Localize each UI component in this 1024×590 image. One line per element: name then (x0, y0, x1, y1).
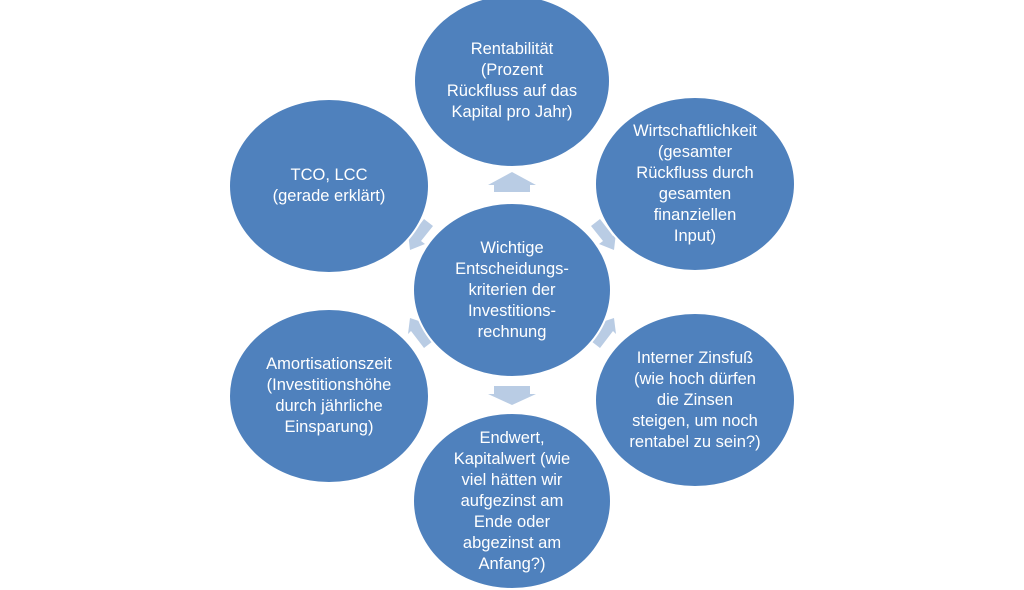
node-rentabilitaet-label: Rentabilität (Prozent Rückfluss auf das … (446, 40, 578, 121)
center-node: Wichtige Entscheidungs- kriterien der In… (412, 202, 612, 378)
node-tco-lcc-label: TCO, LCC (gerade erklärt) (272, 166, 386, 205)
node-amortisationszeit: Amortisationszeit (Investitionshöhe durc… (228, 308, 430, 484)
decision-criteria-diagram: Wichtige Entscheidungs- kriterien der In… (228, 0, 796, 590)
arrow-to-upper-left (408, 219, 433, 250)
node-tco-lcc: TCO, LCC (gerade erklärt) (228, 98, 430, 274)
center-node-label: Wichtige Entscheidungs- kriterien der In… (455, 238, 569, 341)
node-wirtschaftlichkeit-label: Wirtschaftlichkeit (gesamter Rückfluss d… (633, 122, 757, 245)
arrow-to-upper-right (591, 219, 616, 250)
node-rentabilitaet: Rentabilität (Prozent Rückfluss auf das … (413, 0, 611, 168)
arrow-to-lower-right (591, 318, 616, 348)
node-wirtschaftlichkeit: Wirtschaftlichkeit (gesamter Rückfluss d… (594, 96, 796, 272)
node-endwert-kapitalwert-label: Endwert, Kapitalwert (wie viel hätten wi… (453, 429, 571, 573)
arrows-layer (408, 172, 616, 405)
arrow-to-top (488, 172, 536, 192)
arrow-to-lower-left (408, 318, 433, 348)
node-amortisationszeit-label: Amortisationszeit (Investitionshöhe durc… (266, 355, 392, 436)
node-interner-zinsfuss: Interner Zinsfuß (wie hoch dürfen die Zi… (594, 312, 796, 488)
arrow-to-bottom (488, 386, 536, 405)
node-interner-zinsfuss-label: Interner Zinsfuß (wie hoch dürfen die Zi… (629, 348, 761, 451)
node-endwert-kapitalwert: Endwert, Kapitalwert (wie viel hätten wi… (412, 412, 612, 590)
